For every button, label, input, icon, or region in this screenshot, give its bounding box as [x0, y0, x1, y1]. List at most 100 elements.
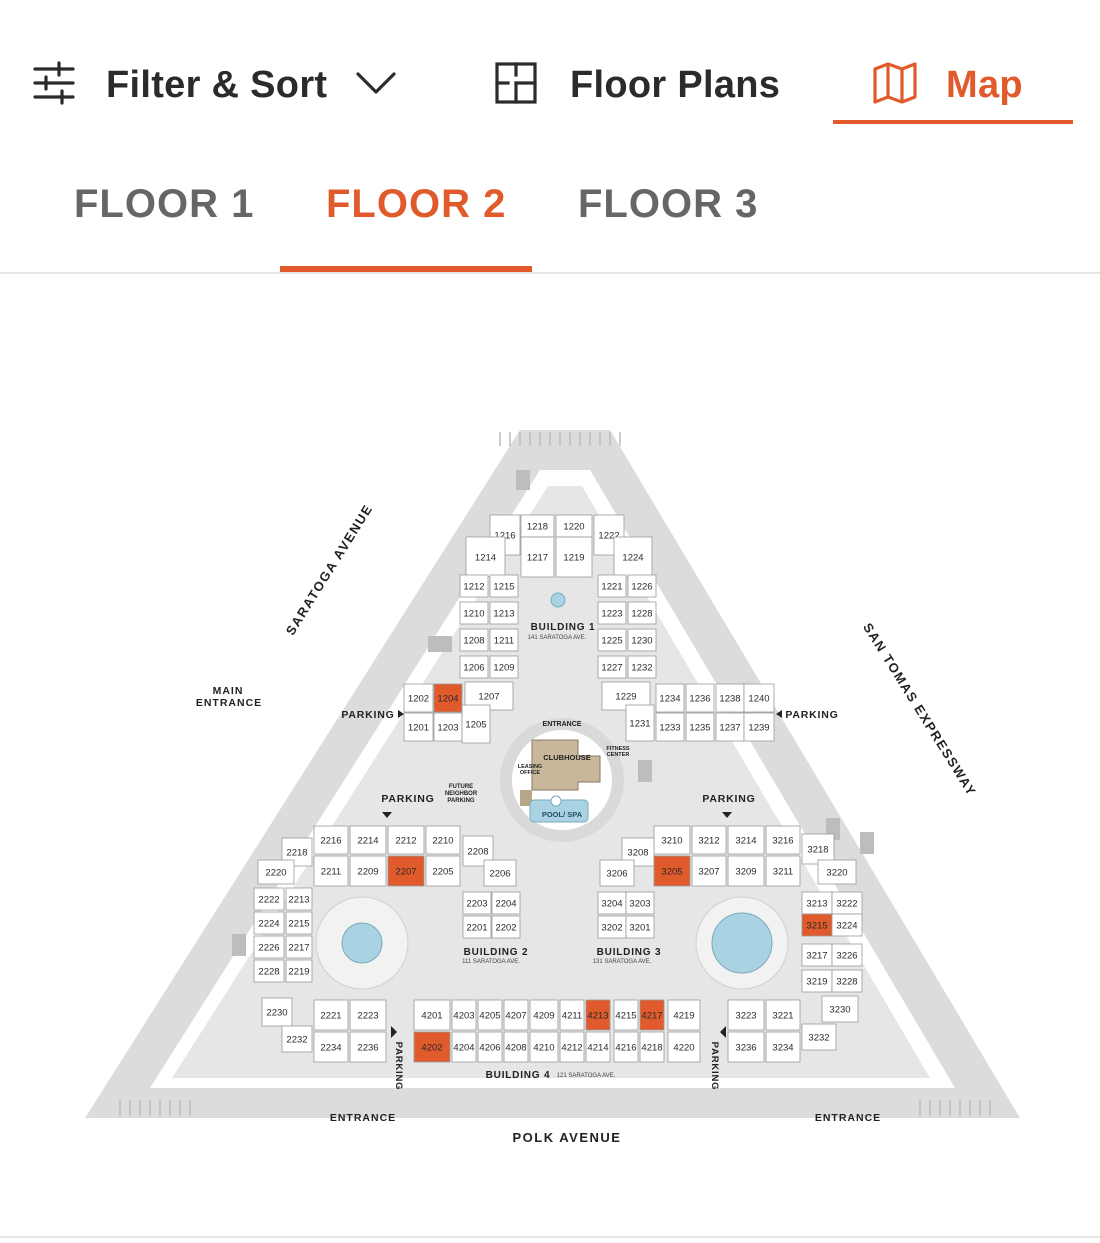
map-button[interactable]: Map [872, 52, 1023, 118]
unit-2223[interactable]: 2223 [349, 999, 387, 1031]
unit-3236[interactable]: 3236 [727, 1031, 765, 1063]
unit-3230[interactable]: 3230 [821, 995, 859, 1023]
unit-4204[interactable]: 4204 [451, 1031, 477, 1063]
unit-1211[interactable]: 1211 [489, 628, 519, 652]
unit-2204[interactable]: 2204 [491, 891, 521, 915]
unit-1234[interactable]: 1234 [655, 683, 685, 713]
unit-1205[interactable]: 1205 [461, 704, 491, 744]
unit-2213[interactable]: 2213 [285, 887, 313, 911]
unit-4214[interactable]: 4214 [585, 1031, 611, 1063]
unit-3205[interactable]: 3205 [653, 855, 691, 887]
unit-3201[interactable]: 3201 [625, 915, 655, 939]
unit-2222[interactable]: 2222 [253, 887, 285, 911]
unit-3209[interactable]: 3209 [727, 855, 765, 887]
unit-4201[interactable]: 4201 [413, 999, 451, 1031]
unit-1204[interactable]: 1204 [433, 683, 463, 713]
unit-3217[interactable]: 3217 [801, 943, 833, 967]
unit-2221[interactable]: 2221 [313, 999, 349, 1031]
filter-sort-button[interactable]: Filter & Sort [32, 52, 397, 118]
unit-4220[interactable]: 4220 [667, 1031, 701, 1063]
unit-4219[interactable]: 4219 [667, 999, 701, 1031]
unit-1201[interactable]: 1201 [403, 712, 434, 742]
unit-3216[interactable]: 3216 [765, 825, 801, 855]
unit-1230[interactable]: 1230 [627, 628, 657, 652]
unit-2212[interactable]: 2212 [387, 825, 425, 855]
unit-1215[interactable]: 1215 [489, 574, 519, 598]
unit-1214[interactable]: 1214 [465, 536, 506, 578]
unit-1220[interactable]: 1220 [555, 514, 593, 538]
unit-3211[interactable]: 3211 [765, 855, 801, 887]
unit-2219[interactable]: 2219 [285, 959, 313, 983]
unit-3221[interactable]: 3221 [765, 999, 801, 1031]
unit-4213[interactable]: 4213 [585, 999, 611, 1031]
tab-floor-1[interactable]: FLOOR 1 [74, 182, 255, 226]
unit-4205[interactable]: 4205 [477, 999, 503, 1031]
unit-1208[interactable]: 1208 [459, 628, 489, 652]
unit-2228[interactable]: 2228 [253, 959, 285, 983]
unit-3212[interactable]: 3212 [691, 825, 727, 855]
unit-4211[interactable]: 4211 [559, 999, 585, 1031]
unit-2232[interactable]: 2232 [281, 1025, 313, 1053]
unit-2224[interactable]: 2224 [253, 911, 285, 935]
unit-3228[interactable]: 3228 [831, 969, 863, 993]
unit-3224[interactable]: 3224 [831, 913, 863, 937]
unit-2226[interactable]: 2226 [253, 935, 285, 959]
unit-3203[interactable]: 3203 [625, 891, 655, 915]
unit-4217[interactable]: 4217 [639, 999, 665, 1031]
unit-4209[interactable]: 4209 [529, 999, 559, 1031]
unit-1202[interactable]: 1202 [403, 683, 434, 713]
unit-1206[interactable]: 1206 [459, 655, 489, 679]
unit-1232[interactable]: 1232 [627, 655, 657, 679]
unit-3226[interactable]: 3226 [831, 943, 863, 967]
unit-3204[interactable]: 3204 [597, 891, 627, 915]
unit-1212[interactable]: 1212 [459, 574, 489, 598]
unit-1237[interactable]: 1237 [715, 712, 745, 742]
unit-3232[interactable]: 3232 [801, 1023, 837, 1051]
unit-1239[interactable]: 1239 [743, 712, 775, 742]
unit-1240[interactable]: 1240 [743, 683, 775, 713]
unit-2205[interactable]: 2205 [425, 855, 461, 887]
unit-4218[interactable]: 4218 [639, 1031, 665, 1063]
unit-1227[interactable]: 1227 [597, 655, 627, 679]
tab-floor-2[interactable]: FLOOR 2 [326, 182, 507, 226]
unit-2214[interactable]: 2214 [349, 825, 387, 855]
unit-1225[interactable]: 1225 [597, 628, 627, 652]
unit-2236[interactable]: 2236 [349, 1031, 387, 1063]
unit-4212[interactable]: 4212 [559, 1031, 585, 1063]
unit-3207[interactable]: 3207 [691, 855, 727, 887]
unit-2209[interactable]: 2209 [349, 855, 387, 887]
unit-4208[interactable]: 4208 [503, 1031, 529, 1063]
unit-2211[interactable]: 2211 [313, 855, 349, 887]
unit-1219[interactable]: 1219 [555, 536, 593, 578]
unit-4210[interactable]: 4210 [529, 1031, 559, 1063]
unit-1221[interactable]: 1221 [597, 574, 627, 598]
unit-1228[interactable]: 1228 [627, 601, 657, 625]
unit-2215[interactable]: 2215 [285, 911, 313, 935]
unit-2206[interactable]: 2206 [483, 859, 517, 887]
unit-1223[interactable]: 1223 [597, 601, 627, 625]
unit-1218[interactable]: 1218 [520, 514, 555, 538]
unit-4206[interactable]: 4206 [477, 1031, 503, 1063]
unit-4203[interactable]: 4203 [451, 999, 477, 1031]
unit-2210[interactable]: 2210 [425, 825, 461, 855]
unit-2230[interactable]: 2230 [261, 997, 293, 1027]
unit-1209[interactable]: 1209 [489, 655, 519, 679]
chevron-down-icon[interactable] [355, 70, 397, 101]
unit-2203[interactable]: 2203 [462, 891, 492, 915]
unit-1203[interactable]: 1203 [433, 712, 463, 742]
unit-3234[interactable]: 3234 [765, 1031, 801, 1063]
unit-1217[interactable]: 1217 [520, 536, 555, 578]
unit-3213[interactable]: 3213 [801, 891, 833, 915]
unit-3219[interactable]: 3219 [801, 969, 833, 993]
floor-plans-button[interactable]: Floor Plans [494, 52, 780, 118]
unit-1238[interactable]: 1238 [715, 683, 745, 713]
unit-2202[interactable]: 2202 [491, 915, 521, 939]
unit-4202[interactable]: 4202 [413, 1031, 451, 1063]
unit-2220[interactable]: 2220 [257, 859, 295, 885]
unit-1226[interactable]: 1226 [627, 574, 657, 598]
unit-2217[interactable]: 2217 [285, 935, 313, 959]
unit-3206[interactable]: 3206 [599, 859, 635, 887]
unit-4207[interactable]: 4207 [503, 999, 529, 1031]
unit-1224[interactable]: 1224 [613, 536, 653, 578]
unit-4216[interactable]: 4216 [613, 1031, 639, 1063]
